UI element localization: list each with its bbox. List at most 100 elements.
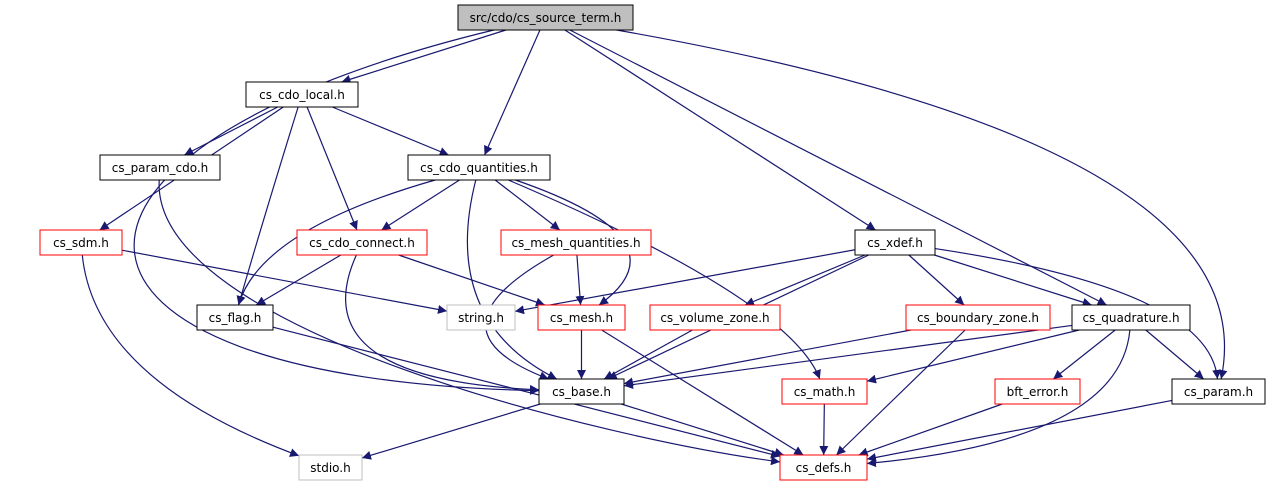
node-label: src/cdo/cs_source_term.h [470,11,622,25]
edge-cs-xdef-to-cs-volume-zone [744,254,866,306]
edge-cs-boundary-zone-to-cs-defs [835,329,966,456]
edge-cs-mesh-quantities-to-cs-mesh [575,254,585,306]
node-label: cs_cdo_quantities.h [420,161,538,175]
node-label: cs_mesh_quantities.h [511,236,640,250]
node-label: cs_quadrature.h [1082,311,1179,325]
edge-cs-source-term-to-cs-xdef [564,29,876,231]
edge-cs-quadrature-to-cs-defs [866,329,1131,468]
edge-cs-base-to-stdio [361,403,541,460]
edge-cs-base-to-cs-defs [621,403,784,457]
edge-cs-quadrature-to-cs-math [866,329,1080,384]
edge-cs-cdo-quantities-to-cs-mesh-quantities [494,179,561,231]
edge-cs-source-term-to-cs-cdo-local [341,29,507,84]
edge-cs-cdo-local-to-cs-cdo-quantities [332,106,449,156]
node-cs-flag[interactable]: cs_flag.h [196,304,274,331]
edge-cs-param-to-cs-defs [866,399,1173,462]
node-label: cs_param.h [1184,385,1253,399]
edge-cs-xdef-to-string [514,249,856,315]
node-stdio[interactable]: stdio.h [298,454,363,481]
edge-cs-cdo-local-to-cs-param-cdo [184,106,278,156]
node-cs-math[interactable]: cs_math.h [781,378,868,405]
node-cs-mesh-quantities[interactable]: cs_mesh_quantities.h [500,229,652,256]
node-cs-cdo-local[interactable]: cs_cdo_local.h [245,81,359,108]
node-cs-quadrature[interactable]: cs_quadrature.h [1071,304,1191,331]
node-label: cs_math.h [794,385,856,399]
node-box [298,454,363,481]
node-box [538,378,625,405]
node-box [296,229,428,256]
node-cs-cdo-connect[interactable]: cs_cdo_connect.h [296,229,428,256]
node-box [905,304,1051,331]
node-cs-sdm[interactable]: cs_sdm.h [39,229,123,256]
node-label: cs_defs.h [796,461,852,475]
node-cs-source-term[interactable]: src/cdo/cs_source_term.h [457,4,634,31]
node-label: stdio.h [310,461,350,475]
edge-cs-param-cdo-to-cs-defs [158,179,781,466]
edge-cs-quadrature-to-cs-base [623,324,1073,390]
node-box [1171,378,1266,405]
nodes-layer: src/cdo/cs_source_term.h cs_cdo_local.hcs… [39,4,1266,481]
node-box [245,81,359,108]
edge-cs-quadrature-to-cs-param [1145,329,1205,380]
node-bft-error[interactable]: bft_error.h [994,378,1081,405]
node-cs-base[interactable]: cs_base.h [538,378,625,405]
node-box [537,304,626,331]
node-box [781,378,868,405]
node-cs-mesh[interactable]: cs_mesh.h [537,304,626,331]
node-cs-volume-zone[interactable]: cs_volume_zone.h [649,304,781,331]
node-label: cs_boundary_zone.h [917,311,1039,325]
edge-cs-xdef-to-cs-boundary-zone [908,254,965,306]
edge-cs-sdm-to-stdio [81,254,300,457]
node-label: cs_mesh.h [550,311,613,325]
node-label: cs_cdo_connect.h [309,236,415,250]
edge-cs-cdo-quantities-to-cs-math [508,179,821,380]
edge-cs-sdm-to-string [121,249,448,314]
edge-cs-quadrature-to-bft-error [1052,329,1116,380]
node-label: cs_cdo_local.h [259,88,345,102]
node-cs-cdo-quantities[interactable]: cs_cdo_quantities.h [407,154,551,181]
node-string[interactable]: string.h [446,304,516,331]
edge-cs-xdef-to-cs-param [934,247,1222,380]
node-label: cs_xdef.h [867,236,923,250]
edge-cs-cdo-connect-to-cs-base [345,254,540,394]
node-label: bft_error.h [1007,385,1069,399]
node-box [446,304,516,331]
edge-bft-error-to-cs-defs [858,403,1003,457]
node-box [779,454,868,481]
edge-cs-mesh-to-cs-defs [601,329,804,456]
edge-cs-source-term-to-cs-quadrature [569,29,1107,306]
edge-cs-flag-to-cs-defs [272,326,781,459]
node-cs-boundary-zone[interactable]: cs_boundary_zone.h [905,304,1051,331]
node-box [649,304,781,331]
node-label: cs_param_cdo.h [112,161,209,175]
edge-cs-cdo-connect-to-cs-flag [255,254,342,306]
node-box [500,229,652,256]
edge-cs-cdo-quantities-to-cs-cdo-connect [381,179,460,231]
edge-cs-boundary-zone-to-cs-base [623,329,912,387]
node-cs-param-cdo[interactable]: cs_param_cdo.h [99,154,221,181]
edge-cs-cdo-local-to-cs-flag [236,106,299,306]
node-label: cs_base.h [552,385,611,399]
edge-cs-cdo-quantities-to-cs-base [466,179,558,380]
node-box [1071,304,1191,331]
node-box [39,229,123,256]
edge-cs-xdef-to-cs-quadrature [934,254,1092,307]
edge-cs-source-term-to-cs-param [616,29,1228,380]
edge-cs-cdo-connect-to-cs-mesh [398,254,546,307]
node-box [99,154,221,181]
node-box [994,378,1081,405]
node-box [457,4,634,31]
edge-cs-cdo-local-to-cs-cdo-connect [306,106,358,231]
node-label: cs_flag.h [209,311,262,325]
edge-cs-source-term-to-cs-cdo-quantities [483,29,541,156]
node-box [854,229,936,256]
node-cs-param[interactable]: cs_param.h [1171,378,1266,405]
node-cs-xdef[interactable]: cs_xdef.h [854,229,936,256]
node-cs-defs[interactable]: cs_defs.h [779,454,868,481]
node-label: cs_volume_zone.h [660,311,769,325]
edge-cs-volume-zone-to-cs-base [603,329,693,380]
node-box [196,304,274,331]
edge-cs-math-to-cs-defs [819,403,829,456]
node-label: cs_sdm.h [53,236,109,250]
